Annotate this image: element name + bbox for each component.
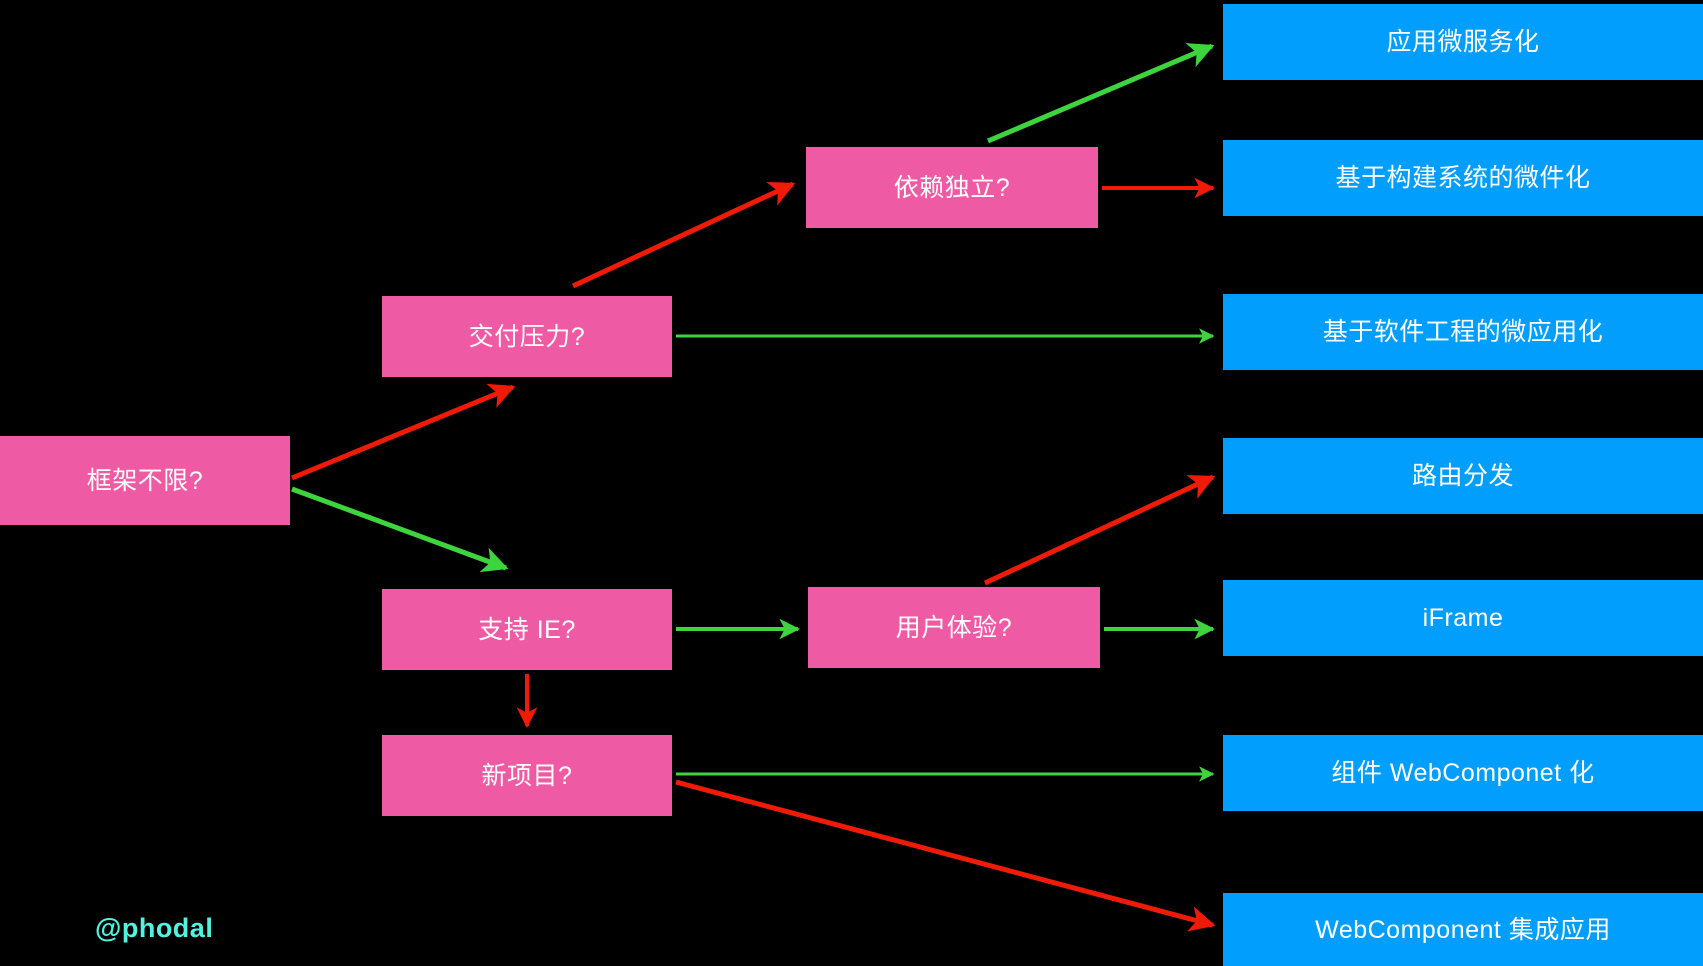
decision-node-label: 用户体验? <box>895 613 1013 642</box>
decision-node-label: 框架不限? <box>86 466 204 495</box>
outcome-node-label: WebComponent 集成应用 <box>1315 915 1611 944</box>
decision-node-label: 支持 IE? <box>478 615 576 644</box>
outcome-node-micro-service[interactable]: 应用微服务化 <box>1223 4 1703 80</box>
decision-node-label: 依赖独立? <box>893 173 1011 202</box>
decision-node-ux[interactable]: 用户体验? <box>808 587 1100 668</box>
edge-framework-to-delivery <box>291 383 516 481</box>
edge-delivery-to-dependency <box>571 181 796 289</box>
outcome-node-route-dispatch[interactable]: 路由分发 <box>1223 438 1703 514</box>
outcome-node-webcomponent-app[interactable]: WebComponent 集成应用 <box>1223 893 1703 966</box>
edge-newproject-to-webcomponent-app <box>675 779 1216 932</box>
outcome-node-label: 基于软件工程的微应用化 <box>1322 318 1604 346</box>
outcome-node-label: 基于构建系统的微件化 <box>1335 164 1591 192</box>
edge-dependency-to-microservice <box>987 43 1215 144</box>
outcome-node-webcomponent-ify[interactable]: 组件 WebComponet 化 <box>1223 735 1703 811</box>
decision-node-delivery[interactable]: 交付压力? <box>382 296 672 377</box>
outcome-node-label: 组件 WebComponet 化 <box>1331 759 1595 787</box>
outcome-node-label: 应用微服务化 <box>1386 28 1540 56</box>
outcome-node-iframe[interactable]: iFrame <box>1223 580 1703 656</box>
decision-node-label: 新项目? <box>481 761 573 790</box>
decision-node-label: 交付压力? <box>468 322 586 351</box>
outcome-node-label: iFrame <box>1422 604 1504 632</box>
decision-node-framework[interactable]: 框架不限? <box>0 436 290 525</box>
outcome-node-software-engineering[interactable]: 基于软件工程的微应用化 <box>1223 294 1703 370</box>
edge-ux-to-route-dispatch <box>983 474 1216 586</box>
outcome-node-build-system[interactable]: 基于构建系统的微件化 <box>1223 140 1703 216</box>
decision-node-newproject[interactable]: 新项目? <box>382 735 672 816</box>
outcome-node-label: 路由分发 <box>1411 462 1514 490</box>
decision-node-dependency[interactable]: 依赖独立? <box>806 147 1098 228</box>
edge-framework-to-ie <box>291 486 509 573</box>
decision-node-ie[interactable]: 支持 IE? <box>382 589 672 670</box>
watermark-phodal: @phodal <box>95 913 214 943</box>
